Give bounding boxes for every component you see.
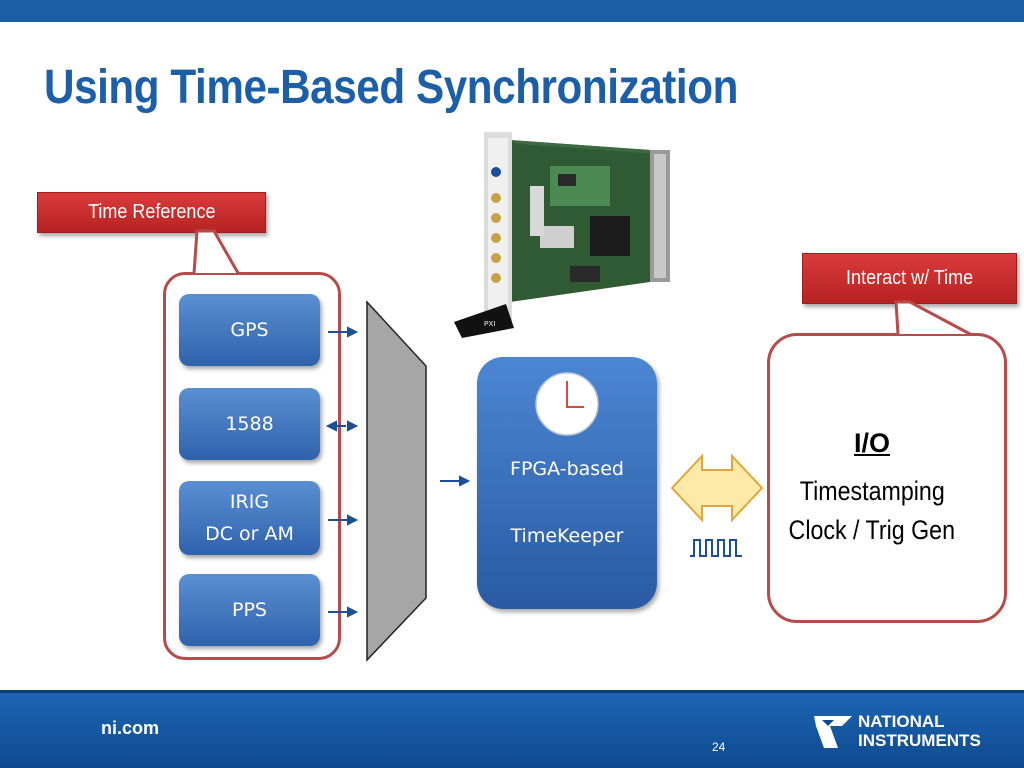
svg-text:PXI: PXI [484, 321, 495, 328]
timestamping-label: Timestamping [799, 476, 945, 506]
brand-line-instruments: INSTRUMENTS [858, 731, 981, 750]
interact-pointer-outline [894, 300, 971, 336]
ieee1588-source-button: 1588 [179, 388, 320, 460]
slide-title: Using Time-Based Synchronization [44, 61, 738, 114]
pps-source-button: PPS [179, 574, 320, 646]
bidirectional-arrow [670, 453, 764, 523]
ieee1588-label: 1588 [225, 413, 274, 435]
brand-wordmark: NATIONAL INSTRUMENTS [858, 712, 981, 750]
gps-label: GPS [230, 319, 269, 341]
gps-source-button: GPS [179, 294, 320, 366]
site-link[interactable]: ni.com [101, 718, 160, 738]
multiplexer-shape [366, 300, 427, 662]
time-sources-frame [163, 272, 341, 660]
irig-source-button: IRIG DC or AM [179, 481, 320, 555]
interact-with-time-callout: Interact w/ Time [802, 253, 1017, 304]
irig-label: IRIG [229, 491, 270, 513]
clock-trig-gen-label: Clock / Trig Gen [788, 515, 956, 545]
time-reference-label: Time Reference [87, 201, 216, 223]
top-accent-bar [0, 0, 1024, 22]
fpga-label: FPGA-based [510, 458, 624, 480]
interact-with-time-label: Interact w/ Time [845, 267, 974, 289]
pxi-module-image: PXI [454, 132, 670, 338]
time-reference-pointer-outline [192, 229, 240, 274]
brand-line-national: NATIONAL [858, 712, 945, 731]
io-heading: I/O [853, 428, 890, 458]
source-arrows [325, 326, 471, 618]
io-frame [767, 333, 1007, 623]
pulse-train-icon [690, 539, 742, 557]
irig-subtype-label: DC or AM [205, 523, 294, 545]
fpga-timekeeper-block: FPGA-based TimeKeeper [477, 357, 657, 609]
clock-icon [535, 372, 599, 436]
footer-divider [0, 690, 1024, 693]
timestamping-text: Timestamping [767, 476, 977, 507]
time-reference-callout: Time Reference [37, 192, 266, 233]
eagle-logo-icon [814, 716, 852, 748]
clock-trig-gen-text: Clock / Trig Gen [767, 515, 977, 546]
timekeeper-label: TimeKeeper [510, 525, 624, 547]
time-reference-pointer [194, 231, 238, 273]
interact-pointer [896, 302, 970, 334]
footer-bar [0, 690, 1024, 768]
page-number: 24 [712, 740, 726, 754]
pps-label: PPS [232, 599, 267, 621]
